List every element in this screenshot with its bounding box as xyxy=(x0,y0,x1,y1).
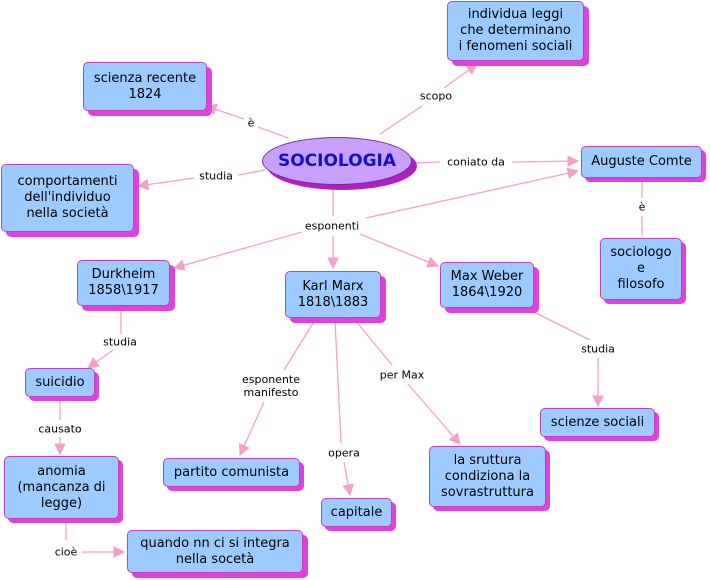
link-center-e xyxy=(257,126,289,139)
link-label-coniato-da: coniato da xyxy=(445,155,507,169)
link-studia-suicidio xyxy=(87,349,114,369)
central-concept[interactable]: SOCIOLOGIA xyxy=(262,137,418,191)
link-label-per-max: per Max xyxy=(377,368,427,382)
link-label-esponenti: esponenti xyxy=(302,219,362,233)
node-max-weber[interactable]: Max Weber 1864\1920 xyxy=(440,262,534,308)
node-individua-leggi[interactable]: individua leggi che determinano i fenome… xyxy=(447,1,584,61)
central-concept-label: SOCIOLOGIA xyxy=(262,137,412,185)
link-label-studia-durkheim: studia xyxy=(101,335,139,349)
node-auguste-comte[interactable]: Auguste Comte xyxy=(581,146,702,178)
link-esponenti-comte xyxy=(365,167,580,219)
node-scienze-sociali[interactable]: scienze sociali xyxy=(540,408,655,437)
link-studia-comportamenti xyxy=(136,177,195,191)
link-permax-struttura xyxy=(407,383,461,445)
link-e-scienza xyxy=(204,103,245,120)
node-suicidio[interactable]: suicidio xyxy=(25,368,95,397)
link-esponente-partito xyxy=(239,401,265,457)
link-opera-capitale xyxy=(342,461,354,497)
link-label-studia-weber: studia xyxy=(579,342,617,356)
link-label-causato: causato xyxy=(36,422,84,436)
node-comportamenti[interactable]: comportamenti dell'individuo nella socie… xyxy=(1,164,134,232)
node-scienza-recente[interactable]: scienza recente 1824 xyxy=(83,62,207,111)
link-scopo-leggi xyxy=(443,63,478,89)
link-esponenti-durkheim xyxy=(172,231,303,271)
link-label-scopo: scopo xyxy=(417,89,455,103)
link-label-studia-comportamenti: studia xyxy=(197,169,235,183)
node-sociologo-filosofo[interactable]: sociologo e filosofo xyxy=(600,238,682,300)
link-coniato-comte xyxy=(511,155,580,168)
link-label-esponente-manifesto: esponente manifesto xyxy=(239,373,303,399)
node-partito-comunista[interactable]: partito comunista xyxy=(163,458,300,487)
link-weber-studia xyxy=(529,309,591,341)
node-durkheim[interactable]: Durkheim 1858\1917 xyxy=(77,260,170,306)
link-label-e-scienza: è xyxy=(245,116,257,130)
node-integra[interactable]: quando nn ci si integra nella socetà xyxy=(127,530,303,573)
link-label-e-comte: è xyxy=(636,200,648,214)
link-marx-permax xyxy=(354,319,393,366)
link-center-scopo xyxy=(379,105,423,135)
link-label-opera: opera xyxy=(326,446,362,460)
link-marx-esponente xyxy=(283,319,316,371)
link-center-studia xyxy=(237,169,266,176)
node-capitale[interactable]: capitale xyxy=(321,498,392,527)
link-label-cioe: cioè xyxy=(52,545,80,559)
link-center-coniato xyxy=(413,161,441,164)
node-karl-marx[interactable]: Karl Marx 1818\1883 xyxy=(285,271,381,318)
node-anomia[interactable]: anomia (mancanza di legge) xyxy=(4,456,119,519)
link-marx-opera xyxy=(334,319,342,444)
node-struttura[interactable]: la sruttura condiziona la sovrastruttura xyxy=(429,446,546,507)
link-esponenti-weber xyxy=(359,233,440,268)
